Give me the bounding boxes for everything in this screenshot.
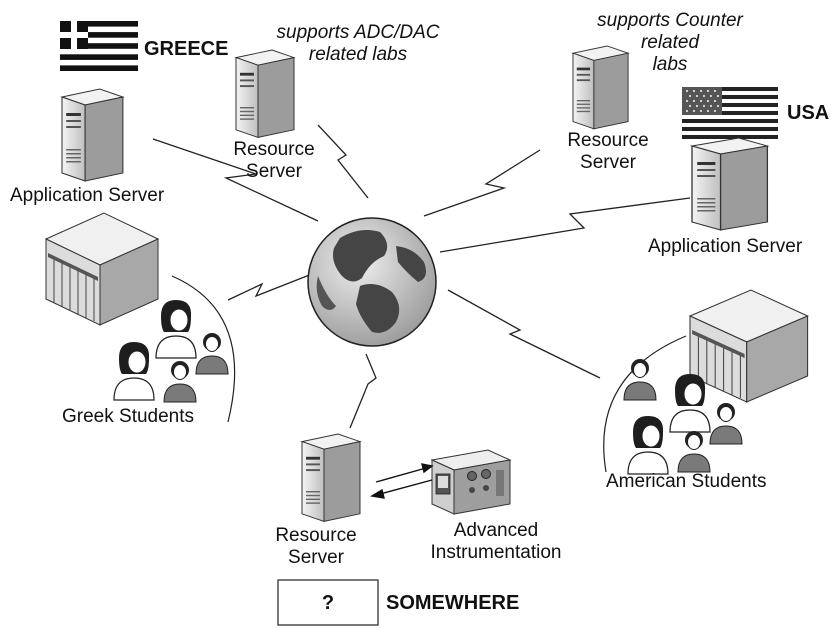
instrument-link-arrows <box>370 463 434 499</box>
greek-university-building-icon <box>45 212 159 326</box>
link-american-students <box>447 289 601 379</box>
resource-server-counter-label-line-2: Server <box>580 152 636 173</box>
network-links <box>152 124 691 429</box>
usa-label: USA <box>787 102 830 124</box>
greek-students-group-icon <box>113 299 229 403</box>
link-resource-server-bottom <box>349 353 377 429</box>
link-resource-server-adc <box>317 124 369 199</box>
app-server-greece-icon <box>61 88 124 182</box>
greece-flag-icon <box>60 21 138 71</box>
resource-server-bottom-label: Resource Server <box>266 525 366 569</box>
supports-counter-label-line-2: related <box>640 32 700 53</box>
app-server-greece-label: Application Server <box>10 185 165 206</box>
link-resource-server-counter <box>423 149 541 217</box>
advanced-instrumentation-label-line-2: Instrumentation <box>430 542 562 563</box>
supports-counter-label-line-1: supports Counter <box>597 10 743 31</box>
american-university-building-icon <box>689 289 809 403</box>
lab-instrument-icon <box>430 449 512 515</box>
usa-flag-icon <box>682 87 778 139</box>
supports-counter-label-line-3: labs <box>652 54 688 75</box>
unknown-box-label: ? <box>321 592 335 614</box>
supports-adc-label-line-1: supports ADC/DAC <box>276 22 440 43</box>
resource-server-adc-label: Resource Server <box>224 139 324 183</box>
greek-students-arc <box>171 275 236 423</box>
globe-icon <box>307 217 437 347</box>
link-greek-students <box>227 273 313 301</box>
resource-server-counter-label: Resource Server <box>558 130 658 174</box>
advanced-instrumentation-label-line-1: Advanced <box>453 520 539 541</box>
resource-server-bottom-icon <box>301 433 361 522</box>
supports-adc-label: supports ADC/DAC related labs <box>248 22 468 66</box>
greece-label: GREECE <box>144 38 229 60</box>
resource-server-counter-label-line-1: Resource <box>567 130 649 151</box>
app-server-usa-icon <box>691 137 769 231</box>
supports-adc-label-line-2: related labs <box>308 44 408 65</box>
resource-server-adc-label-line-2: Server <box>246 161 302 182</box>
resource-server-bottom-label-line-2: Server <box>288 547 344 568</box>
american-students-label: American Students <box>606 471 767 492</box>
supports-counter-label: supports Counter related labs <box>580 10 760 76</box>
greek-students-label: Greek Students <box>62 406 195 427</box>
advanced-instrumentation-label: Advanced Instrumentation <box>416 520 576 564</box>
link-app-server-greece <box>152 138 319 222</box>
app-server-usa-label: Application Server <box>648 236 803 257</box>
resource-server-adc-label-line-1: Resource <box>233 139 315 160</box>
american-students-arc <box>603 335 687 473</box>
link-app-server-usa <box>439 197 691 253</box>
somewhere-label: SOMEWHERE <box>386 592 520 614</box>
resource-server-bottom-label-line-1: Resource <box>275 525 357 546</box>
unknown-location-box <box>277 579 379 626</box>
